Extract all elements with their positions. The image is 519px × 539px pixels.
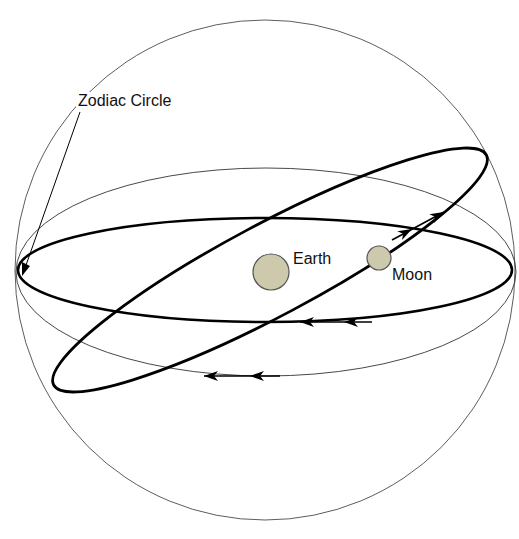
label: Zodiac Circle [76, 92, 173, 110]
arrowhead [344, 317, 358, 327]
equator-circle [16, 168, 516, 376]
arrowhead [250, 371, 264, 381]
earth-body [253, 254, 289, 290]
label: Moon [390, 266, 434, 284]
moon-orbit [32, 114, 508, 425]
label: Earth [291, 250, 333, 268]
moon-body [367, 246, 391, 270]
zodiac-circle [18, 218, 512, 322]
arrowhead [397, 225, 414, 240]
arrowhead [204, 371, 218, 381]
celestial-sphere [15, 20, 515, 520]
leader-arrowhead [22, 262, 30, 276]
direction-arrow [204, 375, 280, 376]
direction-arrow [300, 321, 372, 322]
arrowhead [300, 317, 314, 327]
arrowhead [429, 208, 446, 223]
leader-line [25, 112, 80, 268]
